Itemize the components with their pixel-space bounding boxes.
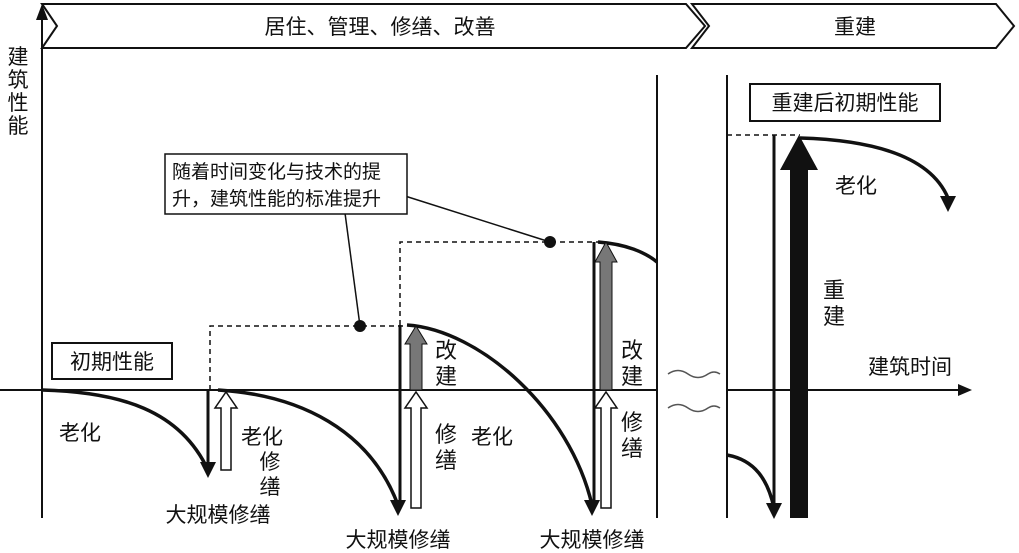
- aging-curve-3: [406, 323, 594, 506]
- down-arrow-icon: [200, 462, 216, 478]
- aging-label-first: 老化: [59, 421, 101, 445]
- phase2-chevron: [689, 3, 1016, 49]
- standard-level-2: [399, 241, 598, 325]
- down-arrow-icon: [940, 196, 956, 212]
- axis-break-mark-top: [667, 369, 721, 379]
- improve-arrow-2: [594, 240, 618, 391]
- y-axis-char: 建: [8, 45, 29, 69]
- repair-label-char: 缮: [435, 449, 457, 474]
- improve-label-2: 改 建: [621, 339, 643, 390]
- aging-repair-label: 老化 修 缮: [241, 425, 283, 499]
- note-box: 随着时间变化与技术的提 升，建筑性能的标准提升: [164, 153, 556, 332]
- initial-performance-label: 初期性能: [70, 350, 154, 374]
- rebuild-arrow: [780, 135, 818, 518]
- aging-curve-2: [217, 388, 400, 506]
- y-axis-char: 筑: [8, 68, 29, 92]
- down-arrow-icon: [390, 500, 406, 516]
- standard-point-2: [544, 236, 556, 248]
- standard-levels: [209, 134, 800, 390]
- phase1-chevron: [40, 3, 707, 49]
- improve-arrow-1: [404, 325, 428, 391]
- major-repair-label-3: 大规模修缮: [540, 528, 645, 552]
- repair-label-2: 修 缮: [621, 411, 643, 462]
- rebuild-label-char: 重: [823, 279, 845, 304]
- down-arrow-icon: [584, 500, 600, 516]
- initial-performance-box: 初期性能: [51, 342, 173, 380]
- aging-label-mid: 老化: [471, 425, 513, 449]
- standard-point-1: [354, 320, 366, 332]
- y-axis-char: 性: [8, 91, 29, 115]
- curve-arrowheads: [200, 196, 956, 519]
- aging-curve-rebuild: [799, 136, 950, 199]
- repair-arrow-1: [213, 390, 239, 471]
- aging-repair-label-line: 老化: [241, 425, 283, 449]
- repair-arrow-3: [593, 390, 619, 509]
- drop-lines: [206, 135, 776, 508]
- phase1-label: 居住、管理、修缮、改善: [265, 15, 496, 39]
- aging-repair-label-line: 修: [260, 450, 281, 474]
- rebuild-label: 重 建: [823, 279, 845, 330]
- performance-curves: [41, 136, 950, 509]
- repair-arrow-2: [403, 390, 429, 509]
- x-axis-arrowhead: [958, 384, 972, 396]
- improve-label-char: 改: [435, 339, 457, 364]
- rebuild-label-char: 建: [823, 305, 845, 330]
- phase2-label: 重建: [834, 15, 876, 39]
- major-repair-label-2: 大规模修缮: [346, 528, 451, 552]
- aging-curve-1: [41, 388, 210, 471]
- y-axis-label: 建 筑 性 能: [8, 45, 29, 138]
- major-repair-label-1: 大规模修缮: [166, 503, 271, 527]
- axis-break-mark-bottom: [667, 403, 721, 413]
- improve-label-char: 建: [435, 365, 457, 390]
- repair-label-1: 修 缮: [435, 423, 457, 474]
- aging-label-rebuild: 老化: [835, 174, 877, 198]
- y-axis-char: 能: [8, 114, 29, 138]
- callout-line: [344, 212, 361, 327]
- improve-arrows: [404, 240, 618, 391]
- improve-label-char: 建: [621, 365, 643, 390]
- rebuild-initial-box: 重建后初期性能: [749, 83, 941, 122]
- aging-curve-5: [726, 453, 776, 509]
- aging-repair-label-line: 缮: [260, 475, 281, 499]
- rebuild-initial-label: 重建后初期性能: [772, 91, 919, 115]
- x-axis-label: 建筑时间: [868, 355, 952, 379]
- note-text-line2: 升，建筑性能的标准提升: [172, 188, 381, 210]
- improve-label-1: 改 建: [435, 339, 457, 390]
- callout-line: [404, 195, 551, 243]
- y-axis-arrowhead: [36, 4, 48, 20]
- down-arrow-icon: [766, 503, 782, 519]
- phase-banner: 居住、管理、修缮、改善 重建: [40, 3, 1016, 49]
- repair-label-char: 修: [435, 423, 457, 448]
- repair-label-char: 缮: [621, 437, 643, 462]
- improve-label-char: 改: [621, 339, 643, 364]
- repair-label-char: 修: [621, 411, 643, 436]
- standard-level-1: [209, 325, 405, 390]
- repair-arrows: [213, 390, 619, 509]
- note-text-line1: 随着时间变化与技术的提: [172, 161, 381, 183]
